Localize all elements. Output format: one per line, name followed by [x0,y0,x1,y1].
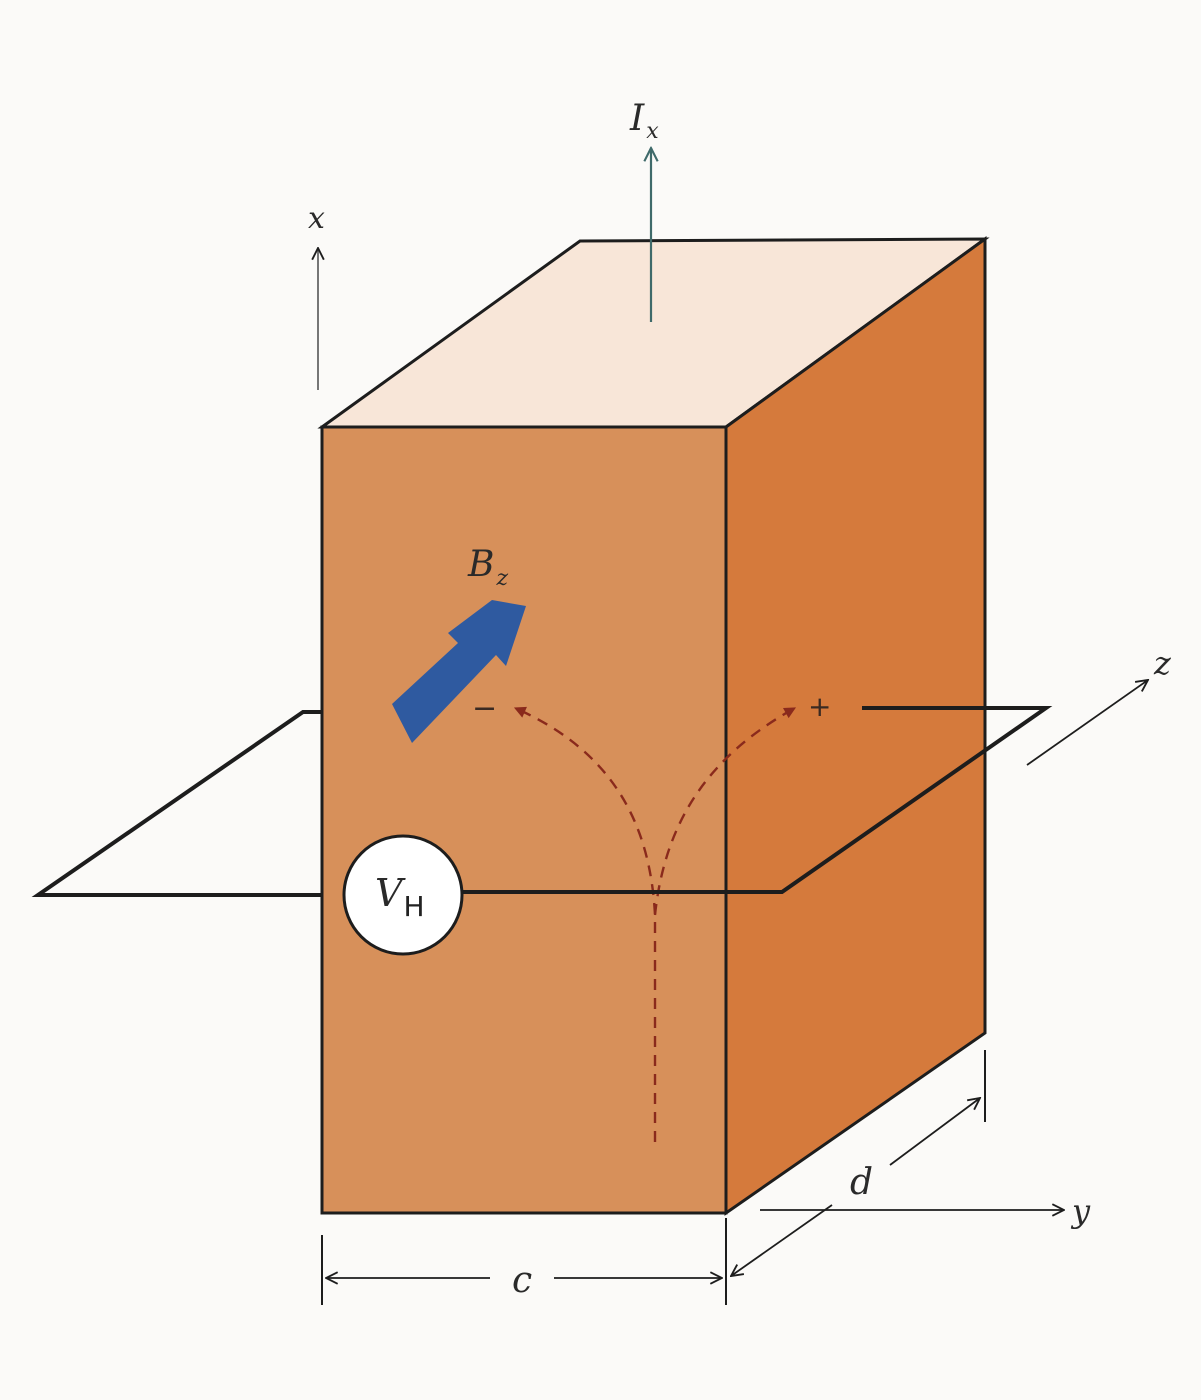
hall-voltmeter: VH [342,834,464,956]
current-label: Ix [629,98,659,144]
x-axis-label: x [308,201,325,236]
block-front-face [320,425,728,1215]
wire-front-right [400,706,1053,894]
wire-back-left [31,710,322,897]
z-axis-arrow [1026,680,1148,766]
dimension-d-label: d [850,1162,873,1203]
dimension-c: c [321,1218,727,1305]
z-axis-label: z [1153,644,1172,682]
dimension-c-label: c [512,1260,532,1301]
y-axis-label: y [1070,1192,1091,1230]
magnetic-field-label: Bz [467,544,508,591]
voltmeter-label: VH [375,871,425,923]
dimension-d: d [731,1050,986,1276]
magnetic-field-arrow [392,600,526,743]
plus-sign: + [808,690,831,723]
minus-sign: − [472,691,497,726]
voltmeter-circle [342,834,464,956]
